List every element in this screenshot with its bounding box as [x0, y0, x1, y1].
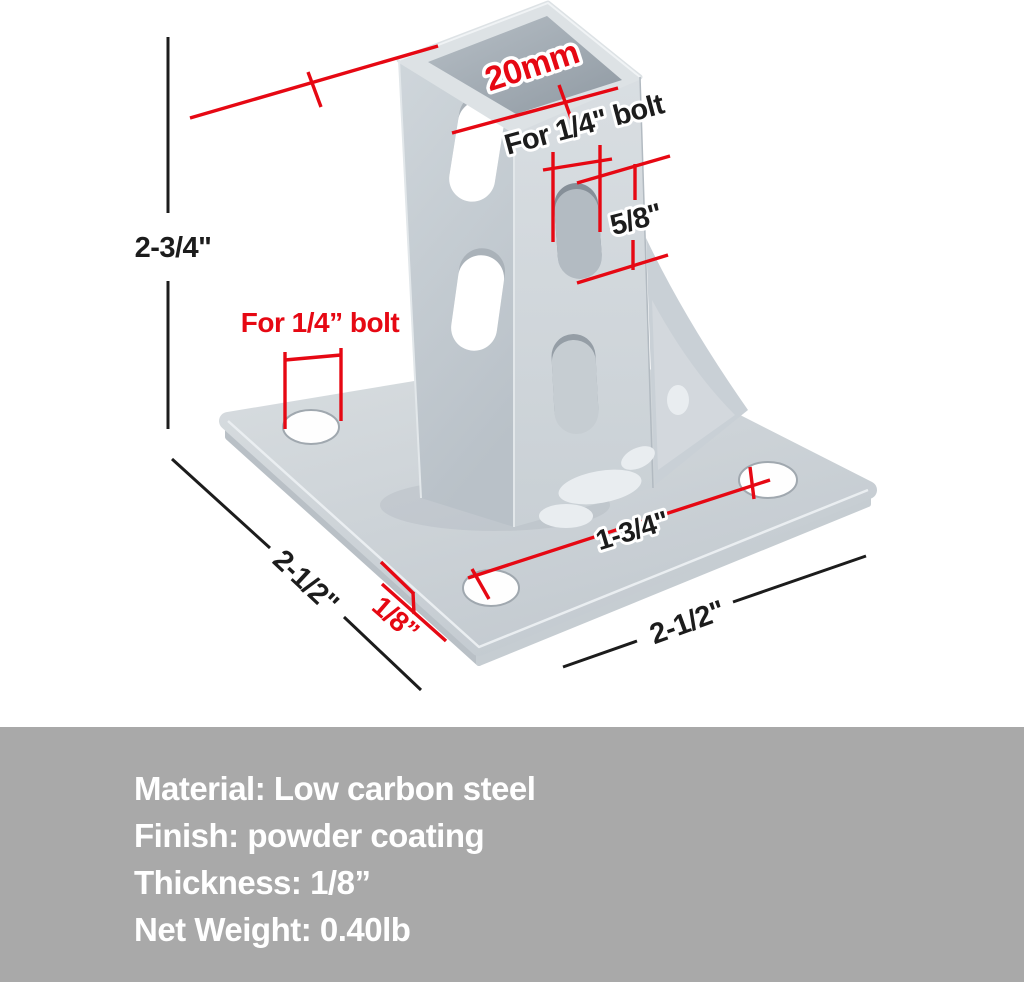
plate-edge-highlight [227, 420, 869, 649]
dim-post-height-label: 2-3/4" [135, 232, 212, 264]
post-left-slot-upper [449, 93, 506, 202]
spec-finish: Finish: powder coating [134, 817, 485, 854]
spec-net-weight: Net Weight: 0.40lb [134, 911, 411, 948]
weld-blob-1 [558, 469, 642, 505]
weld-blob-4 [667, 385, 689, 415]
post-right-face [514, 77, 653, 527]
dimension-lines-red [189, 44, 771, 643]
plate-hole-left [282, 409, 340, 445]
rim-highlight [398, 1, 641, 78]
weld-blob-2 [539, 504, 593, 528]
post-left-edge-highlight [398, 59, 422, 499]
post-right-slot-upper [554, 183, 602, 279]
channel-post [396, 0, 748, 528]
post-right-edge [639, 76, 654, 489]
spec-thickness: Thickness: 1/8” [134, 864, 371, 901]
dim-plate-side-left-label: 2-1/2" [266, 544, 344, 620]
post-right-slot-lower [551, 334, 599, 434]
post-top-cavity [428, 16, 622, 114]
gusset-highlight [652, 300, 735, 470]
weld-blob-3 [621, 446, 655, 470]
dim-plate-side-right-label: 2-1/2" [646, 595, 729, 651]
dimension-lines-black [166, 37, 867, 692]
post-left-slot-lower [451, 248, 506, 351]
bracket-illustration: 20mm For 1/4" bolt 5/8" 2-3/4" For 1/4” … [134, 0, 877, 692]
spec-material: Material: Low carbon steel [134, 770, 536, 807]
spec-panel: Material: Low carbon steel Finish: powde… [0, 727, 1024, 982]
bolt-note-base-label: For 1/4” bolt [241, 307, 400, 338]
